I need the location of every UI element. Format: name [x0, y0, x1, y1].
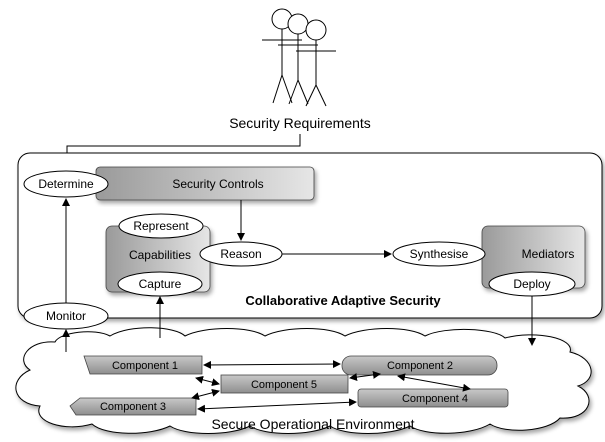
component-4-label: Component 4 — [402, 393, 468, 405]
component-5-node — [220, 374, 349, 394]
component-1-label: Component 1 — [112, 360, 178, 372]
collaborative-adaptive-security-title: Collaborative Adaptive Security — [245, 293, 441, 308]
link-c1-c2 — [203, 360, 341, 369]
security-controls-label: Security Controls — [172, 177, 263, 191]
link-c2-c4 — [397, 373, 471, 392]
monitor-label: Monitor — [46, 309, 86, 323]
represent-label: Represent — [133, 219, 189, 233]
component-3-label: Component 3 — [100, 401, 166, 413]
security-requirements-label: Security Requirements — [229, 115, 371, 131]
link-c5-c2 — [349, 370, 381, 382]
component-5-label: Component 5 — [251, 379, 317, 391]
stakeholders-icon — [262, 8, 336, 107]
component-2-label: Component 2 — [387, 360, 453, 372]
link-c1-c5 — [195, 375, 220, 387]
represent-node — [118, 213, 204, 239]
secure-operational-environment-label: Secure Operational Environment — [211, 416, 414, 432]
component-3-node — [69, 397, 197, 416]
determine-label: Determine — [38, 177, 94, 191]
link-c3-c4 — [197, 398, 357, 413]
link-c3-c5 — [191, 388, 220, 401]
component-links — [191, 360, 471, 413]
deploy-label: Deploy — [513, 277, 550, 291]
capture-label: Capture — [139, 277, 182, 291]
mediators-label: Mediators — [522, 247, 575, 261]
reason-label: Reason — [220, 247, 261, 261]
capabilities-label: Capabilities — [129, 248, 191, 262]
synthesise-label: Synthesise — [410, 247, 469, 261]
synthesise-node — [392, 241, 486, 267]
determine-node — [23, 170, 109, 198]
component-1-node — [83, 355, 203, 375]
